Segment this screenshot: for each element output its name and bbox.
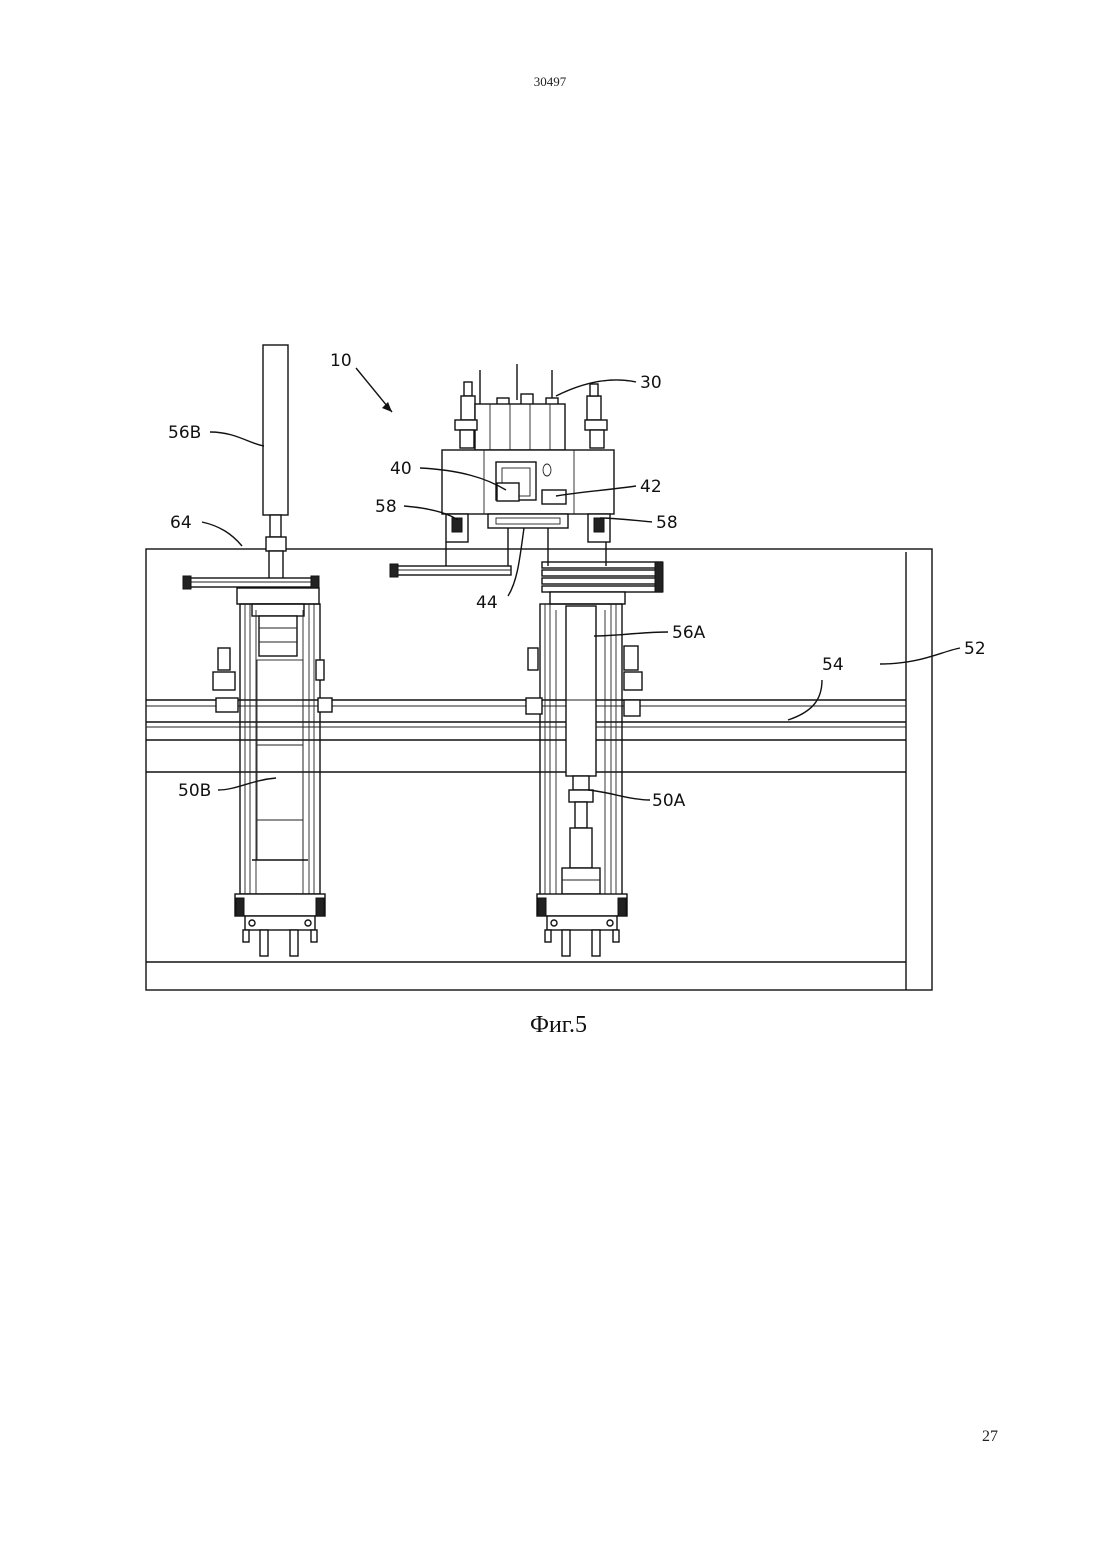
label-56b: 56B [168, 423, 201, 443]
label-58-left: 58 [375, 497, 397, 517]
label-50a: 50A [652, 791, 686, 811]
column-50a [526, 562, 663, 956]
label-58-right: 58 [656, 513, 678, 533]
figure-caption: Фиг.5 [530, 1012, 587, 1038]
label-44: 44 [476, 593, 498, 613]
label-30: 30 [640, 373, 662, 393]
rod-56a [566, 606, 596, 776]
rod-56b [263, 345, 288, 515]
page-number: 27 [970, 1428, 1010, 1446]
label-50b: 50B [178, 781, 211, 801]
label-64: 64 [170, 513, 192, 533]
label-54: 54 [822, 655, 844, 675]
head-unit-30 [390, 364, 614, 577]
label-40: 40 [390, 459, 412, 479]
label-52: 52 [964, 639, 986, 659]
column-50b [183, 345, 332, 956]
label-56a: 56A [672, 623, 706, 643]
label-42: 42 [640, 477, 662, 497]
label-10: 10 [330, 351, 352, 371]
